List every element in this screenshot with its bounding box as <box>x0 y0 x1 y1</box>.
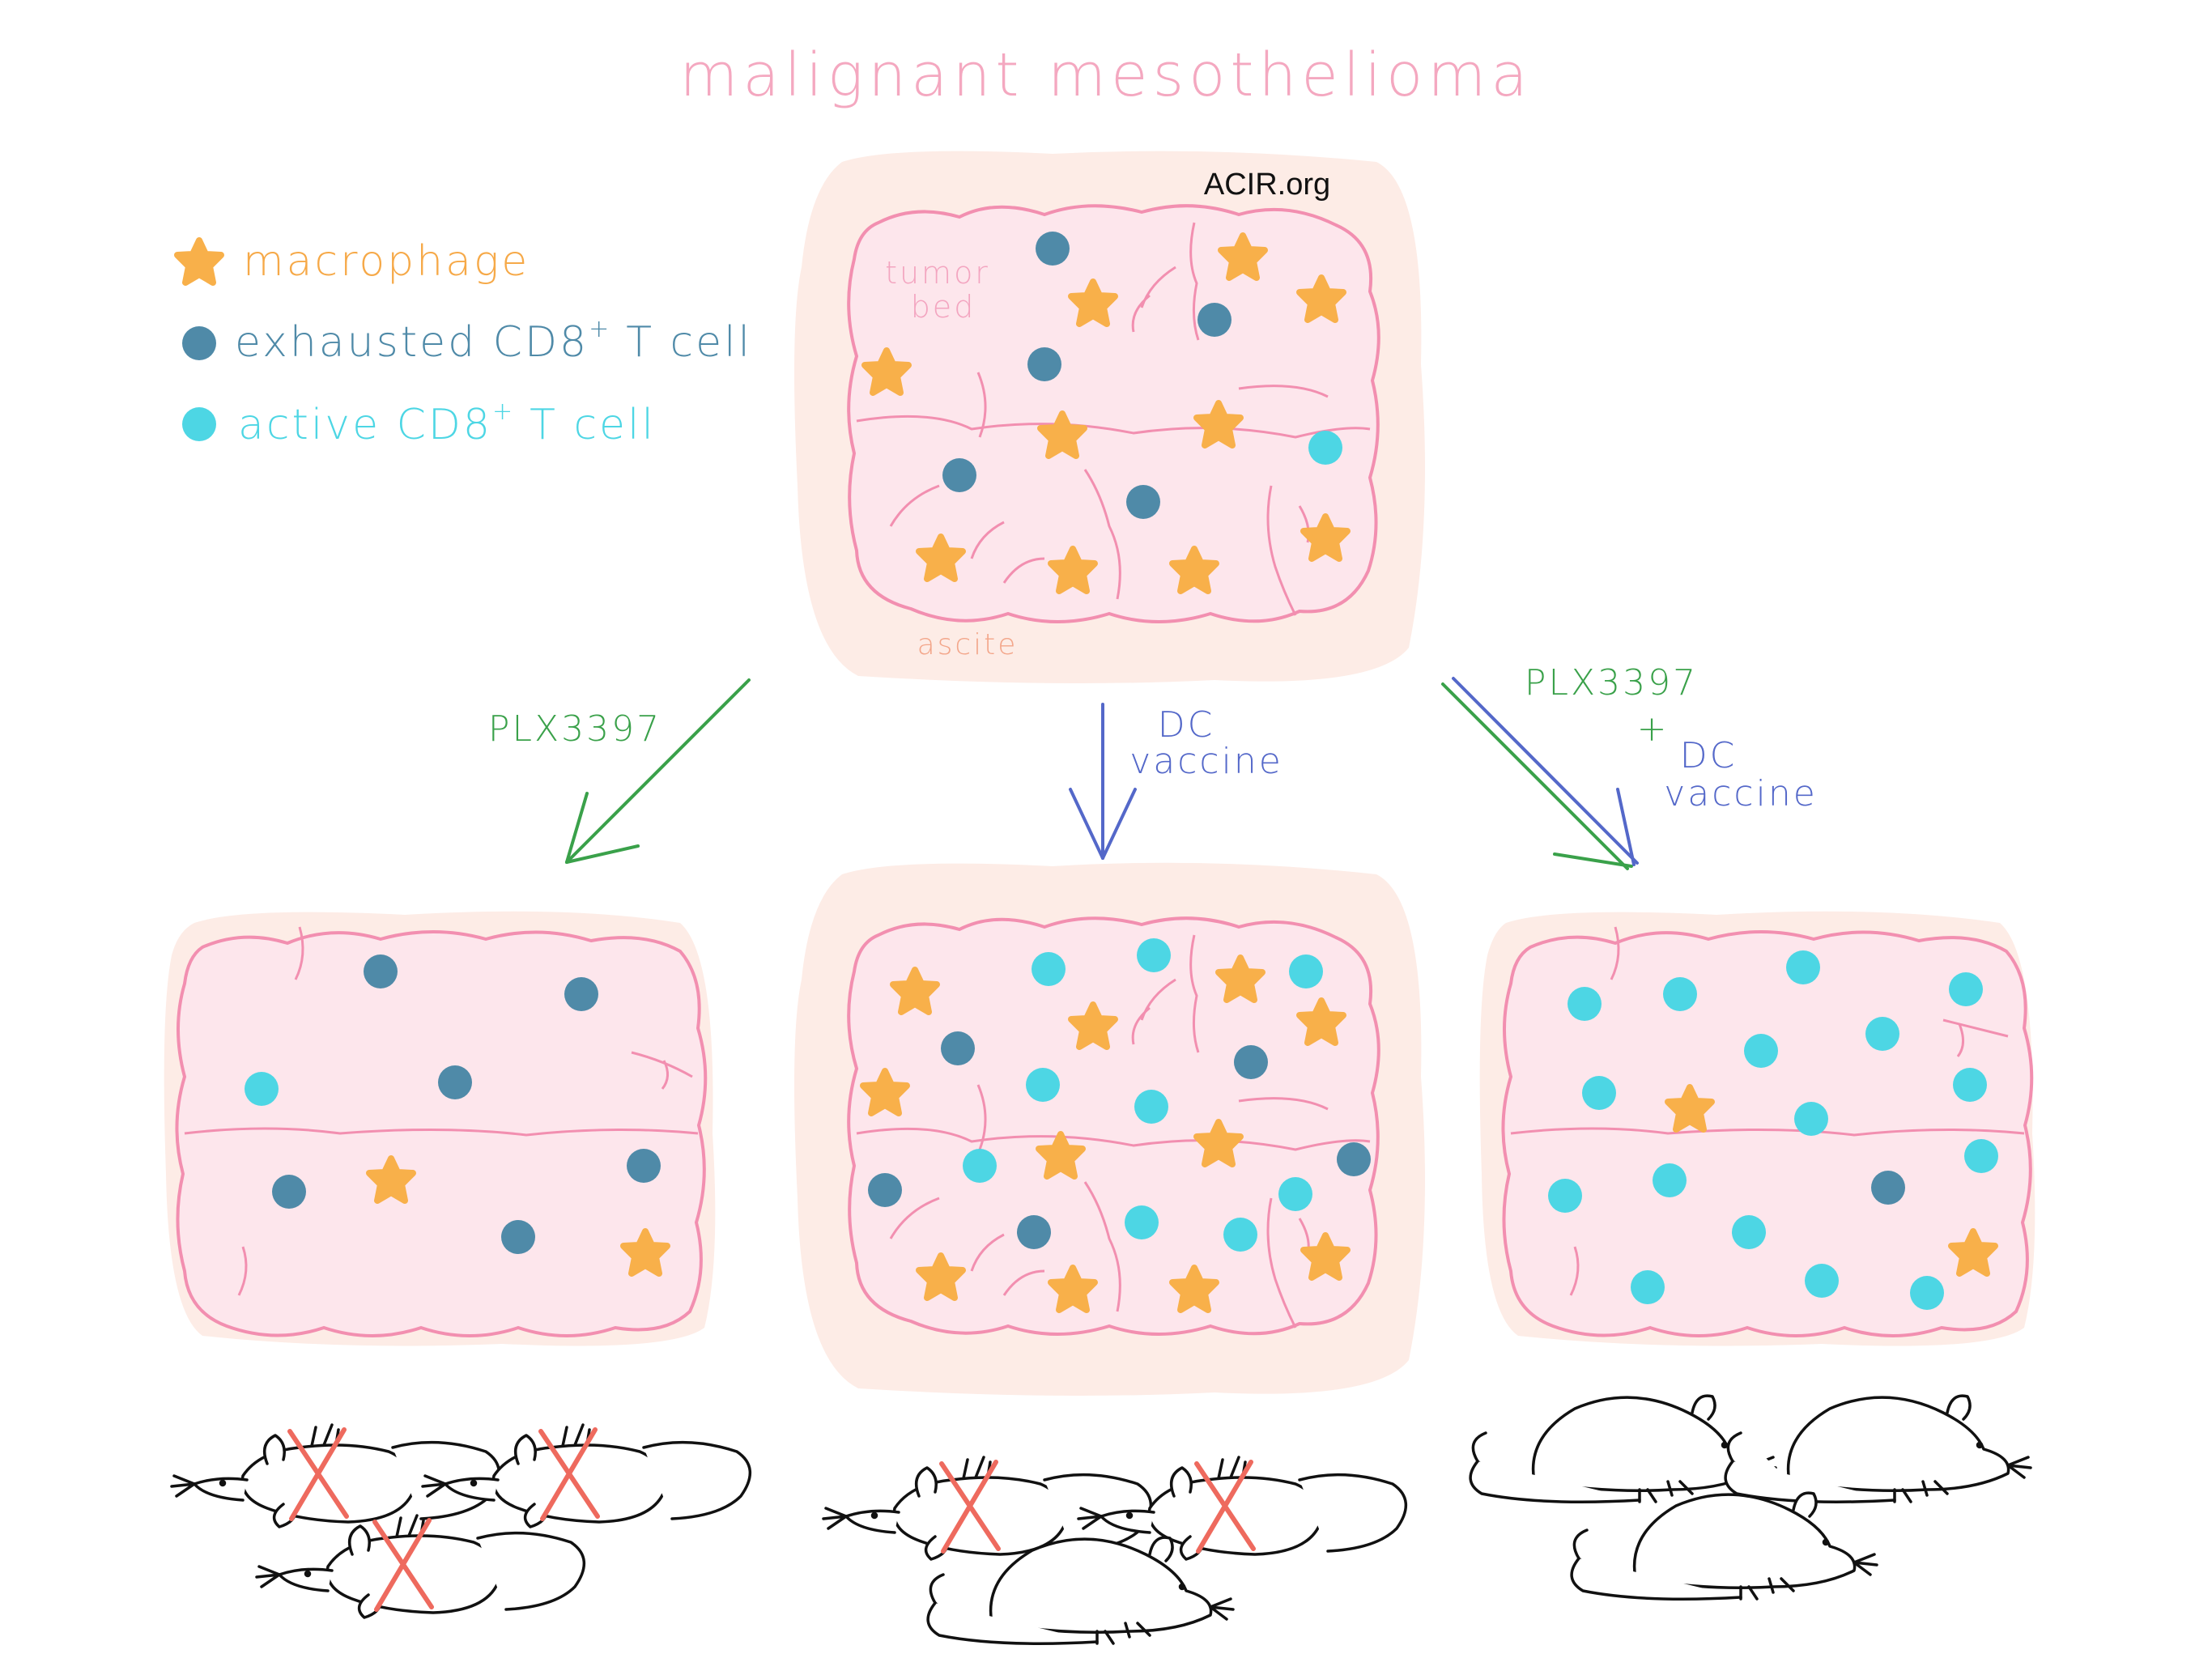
page-title: malignant mesothelioma <box>679 40 1532 110</box>
active-cell <box>1805 1264 1839 1298</box>
active-cell <box>1032 952 1066 986</box>
tissue-untreated: tumor bed ascite ACIR.org <box>794 151 1425 683</box>
active-cell <box>963 1149 997 1183</box>
arrow-dc-vaccine <box>1069 703 1137 860</box>
mice-combination <box>1469 1394 2032 1601</box>
label-combo-plus: + <box>1637 708 1667 750</box>
tissue-veins-left <box>184 926 699 1296</box>
cells-center <box>863 938 1371 1310</box>
legend-active-icon <box>182 407 216 441</box>
legend-exhausted-icon <box>182 326 216 360</box>
active-cell <box>1137 938 1171 972</box>
legend-macrophage-icon <box>177 240 221 283</box>
tissue-veins-top <box>856 222 1371 616</box>
active-cell <box>1308 431 1342 465</box>
mice-dc-vaccine <box>822 1456 1408 1645</box>
label-combo-line3: vaccine <box>1664 773 1818 814</box>
label-combo-line1: PLX3397 <box>1525 662 1698 704</box>
label-tumor-bed-line1: tumor <box>885 255 990 291</box>
active-cell <box>1732 1215 1766 1249</box>
exhausted-cell <box>942 458 976 492</box>
active-cell <box>1949 972 1983 1006</box>
active-cell <box>245 1072 279 1106</box>
label-tumor-bed-line2: bed <box>911 289 976 325</box>
tumor-bed-top <box>847 204 1380 623</box>
active-cell <box>1794 1102 1828 1136</box>
legend: macrophage exhausted CD8+T cell active C… <box>177 237 752 449</box>
active-cell <box>1278 1177 1312 1211</box>
active-cell <box>1631 1270 1665 1304</box>
legend-exhausted-sup: + <box>589 315 611 343</box>
watermark: ACIR.org <box>1204 168 1330 202</box>
exhausted-cell <box>1871 1171 1905 1205</box>
exhausted-cell <box>627 1149 661 1183</box>
active-cell <box>1663 977 1697 1011</box>
active-cell <box>1786 950 1820 984</box>
cells-top <box>865 232 1347 591</box>
active-cell <box>1568 987 1602 1021</box>
legend-active-label: active CD8+ T cell <box>238 397 656 449</box>
exhausted-cell <box>1197 303 1231 337</box>
active-cell <box>1865 1017 1899 1051</box>
tissue-veins-right <box>1510 926 2025 1296</box>
legend-exhausted-text: exhausted CD8 <box>235 318 589 367</box>
arrow-combination <box>1441 677 1639 870</box>
legend-active-text: active CD8 <box>238 401 492 449</box>
exhausted-cell <box>501 1220 535 1254</box>
active-cell <box>1125 1205 1159 1239</box>
exhausted-cell <box>272 1175 306 1209</box>
exhausted-cell <box>1126 485 1160 519</box>
active-cell <box>1548 1179 1582 1213</box>
label-dc-vaccine-line1: DC <box>1158 704 1215 746</box>
active-cell <box>1223 1218 1257 1252</box>
label-combo-line2: DC <box>1680 735 1738 776</box>
mouse-dead-icon <box>255 1514 586 1619</box>
legend-exhausted-suffix: T cell <box>626 318 752 367</box>
exhausted-cell <box>438 1065 472 1099</box>
exhausted-cell <box>1337 1142 1371 1176</box>
tissue-plx3397 <box>164 911 716 1346</box>
active-cell <box>1134 1090 1168 1124</box>
tissue-dc-vaccine <box>794 862 1425 1396</box>
label-plx3397: PLX3397 <box>488 708 661 750</box>
exhausted-cell <box>1234 1045 1268 1079</box>
exhausted-cell <box>564 977 598 1011</box>
mouse-dead-icon <box>170 1423 501 1528</box>
label-dc-vaccine-line2: vaccine <box>1129 741 1283 782</box>
active-cell <box>1910 1276 1944 1310</box>
active-cell <box>1744 1034 1778 1068</box>
legend-macrophage-label: macrophage <box>243 237 530 286</box>
exhausted-cell <box>1036 232 1070 266</box>
active-cell <box>1582 1076 1616 1110</box>
exhausted-cell <box>364 954 398 988</box>
active-cell <box>1964 1139 1998 1173</box>
active-cell <box>1289 954 1323 988</box>
exhausted-cell <box>868 1173 902 1207</box>
active-cell <box>1653 1163 1687 1197</box>
mouse-alive-icon <box>1724 1394 2032 1503</box>
label-ascite: ascite <box>917 628 1019 661</box>
legend-active-suffix: T cell <box>530 401 656 449</box>
exhausted-cell <box>1027 347 1061 381</box>
active-cell <box>1026 1068 1060 1102</box>
arrow-plx3397 <box>565 678 751 864</box>
legend-exhausted-label: exhausted CD8+ T cell <box>235 315 752 367</box>
tissue-combination <box>1479 911 2035 1346</box>
tumor-bed-left <box>175 930 708 1337</box>
exhausted-cell <box>1017 1215 1051 1249</box>
legend-active-sup: + <box>492 397 515 426</box>
mice-plx3397 <box>170 1423 752 1619</box>
tumor-bed-right <box>1501 930 2034 1337</box>
cells-left <box>245 954 667 1273</box>
active-cell <box>1953 1068 1987 1102</box>
tissue-veins-center <box>856 934 1371 1329</box>
cells-right <box>1548 950 1998 1310</box>
mouse-alive-icon <box>1570 1491 1878 1601</box>
exhausted-cell <box>941 1031 975 1065</box>
